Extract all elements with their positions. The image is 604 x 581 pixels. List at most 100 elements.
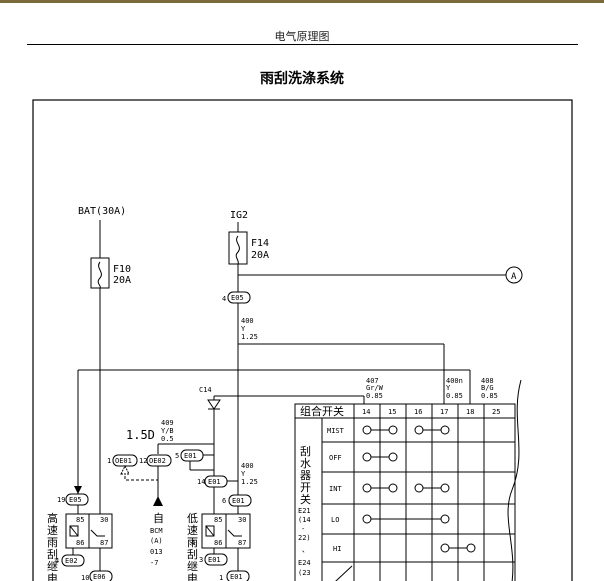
connector-e05-left xyxy=(65,493,89,506)
low-relay-label-5: 电 xyxy=(187,572,198,581)
high-relay-pin-87: 87 xyxy=(100,539,108,547)
fuse-f10-name: F10 xyxy=(113,264,131,275)
label-1-5d: 1.5D xyxy=(126,428,155,442)
switch-table-diagonal xyxy=(335,565,353,581)
contact-dot xyxy=(388,425,398,435)
contact-dot xyxy=(440,543,450,553)
high-relay-switch xyxy=(90,529,105,537)
e01b-pin: 14 xyxy=(197,478,205,486)
connector-a xyxy=(505,266,523,284)
connector-e06-label: E06 xyxy=(93,573,106,581)
connector-oe02-label: OE02 xyxy=(149,457,166,465)
high-relay-label-4: 继 xyxy=(47,560,58,573)
connector-e01c-label: E01 xyxy=(232,497,245,505)
fuse-f14-rating: 20A xyxy=(251,250,269,261)
connector-e05-top xyxy=(227,291,251,304)
switch-side-label-6: (14 xyxy=(298,516,311,524)
c14-label: C14 xyxy=(199,386,212,394)
connector-e01e-label: E01 xyxy=(230,573,243,581)
high-relay-label-1: 速 xyxy=(47,524,58,537)
contact-dot xyxy=(466,543,476,553)
low-relay-label-3: 刮 xyxy=(187,547,198,561)
switch-row-off: OFF xyxy=(329,454,342,462)
contact-dot xyxy=(362,425,372,435)
connector-e01d-label: E01 xyxy=(208,556,221,564)
contact-dot xyxy=(440,483,450,493)
wire-400-mid-color: Y xyxy=(241,470,246,478)
fuse-f10-element xyxy=(97,261,102,289)
switch-table-border xyxy=(294,403,516,581)
connector-e06 xyxy=(89,570,113,581)
wire-407-num: 407 xyxy=(366,377,379,385)
switch-col-15: 15 xyxy=(388,408,396,416)
wire-400n-color: Y xyxy=(446,384,451,392)
connector-oe02 xyxy=(146,454,172,467)
connector-e05-top-label: E05 xyxy=(231,294,244,302)
connector-e01d xyxy=(204,553,228,566)
wire-400-mid-size: 1.25 xyxy=(241,478,258,486)
bcm-arrow xyxy=(153,496,163,506)
switch-table-header-label: 组合开关 xyxy=(300,404,344,418)
high-relay-coil-diag xyxy=(69,525,79,537)
oe01-pin: 1 xyxy=(107,457,111,465)
bcm-line-2: (A) xyxy=(150,537,163,545)
diagram-frame xyxy=(32,99,573,581)
switch-side-label-11: (23 xyxy=(298,569,311,577)
switch-row-lo: LO xyxy=(331,516,339,524)
wire-400-top-color: Y xyxy=(241,325,246,333)
wire-400n-num: 400n xyxy=(446,377,463,385)
low-relay-switch xyxy=(227,529,242,537)
low-relay-label-4: 继 xyxy=(187,560,198,573)
contact-dot xyxy=(362,514,372,524)
contact-dot xyxy=(388,452,398,462)
c14-diode xyxy=(207,399,221,410)
e01-pin4: 4 xyxy=(191,539,195,547)
switch-row-int: INT xyxy=(329,485,342,493)
fuse-f10-rating: 20A xyxy=(113,275,131,286)
switch-table: 组合开关 14 15 16 17 18 25 MIST OFF INT LO H… xyxy=(294,403,516,581)
contact-dot xyxy=(440,425,450,435)
e05-top-pin: 4 xyxy=(222,295,226,303)
connector-e01e xyxy=(226,570,250,581)
document-header: 电气原理图 xyxy=(274,30,330,43)
connector-oe01-label: OE01 xyxy=(115,457,132,465)
low-relay-pin-87: 87 xyxy=(238,539,246,547)
high-relay-pin-30: 30 xyxy=(100,516,108,524)
high-relay-pin-86: 86 xyxy=(76,539,84,547)
switch-col-17: 17 xyxy=(440,408,448,416)
switch-side-label-9: 、 xyxy=(302,546,309,554)
e06-pin: 10 xyxy=(81,574,89,581)
switch-col-14: 14 xyxy=(362,408,370,416)
oe-dashed-loop xyxy=(124,466,159,481)
wire-408-size: 0.85 xyxy=(481,392,498,400)
fuse-f14-element xyxy=(235,235,240,265)
oe02-pin: 12 xyxy=(139,457,147,465)
high-relay-label-0: 高 xyxy=(47,511,58,525)
switch-contacts xyxy=(362,425,476,553)
switch-side-label-10: E24 xyxy=(298,559,311,567)
e01c-pin: 6 xyxy=(222,497,226,505)
switch-side-label-0: 刮 xyxy=(300,444,311,458)
contact-dot xyxy=(362,452,372,462)
low-relay-pin-30: 30 xyxy=(238,516,246,524)
high-relay-pin-85: 85 xyxy=(76,516,84,524)
wire-400-top-num: 400 xyxy=(241,317,254,325)
switch-col-16: 16 xyxy=(414,408,422,416)
bcm-line-0: 自 xyxy=(153,512,164,525)
connector-e01b-label: E01 xyxy=(208,478,221,486)
contact-dot xyxy=(440,514,450,524)
top-accent-bar xyxy=(0,0,604,3)
e02-pin: 4 xyxy=(55,557,59,565)
wire-408-num: 408 xyxy=(481,377,494,385)
connector-a-label: A xyxy=(511,272,517,282)
switch-side-label-8: 22) xyxy=(298,534,311,542)
switch-col-18: 18 xyxy=(466,408,474,416)
e01d-pin: 3 xyxy=(199,556,203,564)
contact-dot xyxy=(414,483,424,493)
wire-407-size: 0.85 xyxy=(366,392,383,400)
ig2-label: IG2 xyxy=(230,210,248,221)
low-relay-label-2: 雨 xyxy=(187,536,198,549)
switch-col-25: 25 xyxy=(492,408,500,416)
switch-side-label-2: 器 xyxy=(300,469,311,482)
